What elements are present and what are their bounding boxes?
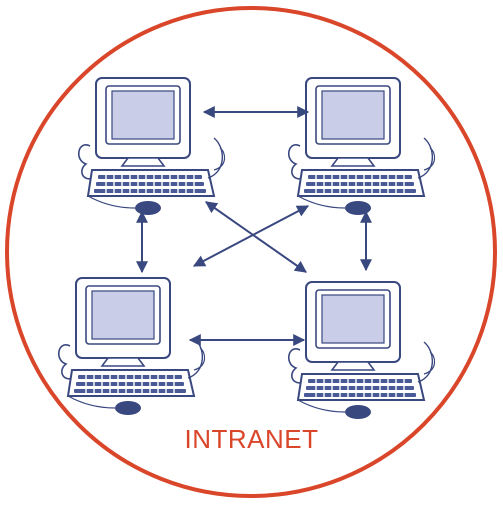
intranet-boundary-circle (5, 6, 497, 498)
link-arrow-diagonal-up (192, 205, 310, 267)
computer-icon (287, 281, 436, 420)
computer-icon (77, 77, 226, 216)
computer-icon (287, 77, 436, 216)
computer-icon (57, 277, 206, 416)
diagram-title: INTRANET (184, 424, 319, 454)
link-arrow-diagonal-down (205, 201, 307, 273)
